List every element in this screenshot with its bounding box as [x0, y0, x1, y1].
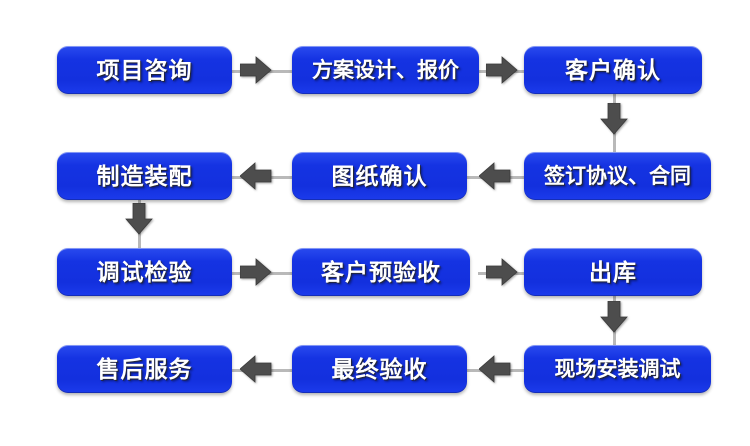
process-node-manufacturing-assembly[interactable]: 制造装配: [57, 152, 232, 200]
node-label: 制造装配: [96, 162, 193, 189]
arrow-left-icon: [240, 354, 272, 384]
node-label: 签订协议、合同: [544, 164, 691, 188]
process-node-final-acceptance[interactable]: 最终验收: [292, 345, 467, 393]
arrow-down-icon: [124, 203, 154, 235]
arrow-right-icon: [486, 257, 518, 287]
node-label: 售后服务: [96, 355, 193, 382]
arrow-right-icon: [486, 55, 518, 85]
process-node-scheme-design-quotation[interactable]: 方案设计、报价: [292, 46, 479, 94]
process-node-after-sales-service[interactable]: 售后服务: [57, 345, 232, 393]
process-node-drawing-confirmation[interactable]: 图纸确认: [292, 152, 467, 200]
node-label: 出库: [589, 258, 637, 285]
arrow-down-icon: [599, 301, 629, 333]
arrow-down-icon: [599, 103, 629, 135]
process-node-sign-agreement-contract[interactable]: 签订协议、合同: [524, 152, 711, 200]
process-node-commissioning-inspection[interactable]: 调试检验: [57, 248, 232, 296]
arrow-left-icon: [240, 161, 272, 191]
node-label: 最终验收: [331, 355, 428, 382]
process-node-project-consultation[interactable]: 项目咨询: [57, 46, 232, 94]
node-label: 现场安装调试: [554, 357, 681, 381]
node-label: 项目咨询: [96, 56, 193, 83]
node-label: 方案设计、报价: [312, 58, 459, 82]
node-label: 客户预验收: [321, 258, 441, 285]
process-node-warehouse-delivery[interactable]: 出库: [524, 248, 702, 296]
arrow-right-icon: [240, 55, 272, 85]
arrow-left-icon: [479, 161, 511, 191]
process-node-onsite-installation-commissioning[interactable]: 现场安装调试: [524, 345, 711, 393]
node-label: 客户确认: [565, 56, 661, 83]
process-node-customer-pre-acceptance[interactable]: 客户预验收: [292, 248, 470, 296]
node-label: 图纸确认: [331, 162, 428, 189]
node-label: 调试检验: [96, 258, 193, 285]
arrow-left-icon: [479, 354, 511, 384]
process-node-customer-confirmation[interactable]: 客户确认: [524, 46, 702, 94]
arrow-right-icon: [240, 257, 272, 287]
